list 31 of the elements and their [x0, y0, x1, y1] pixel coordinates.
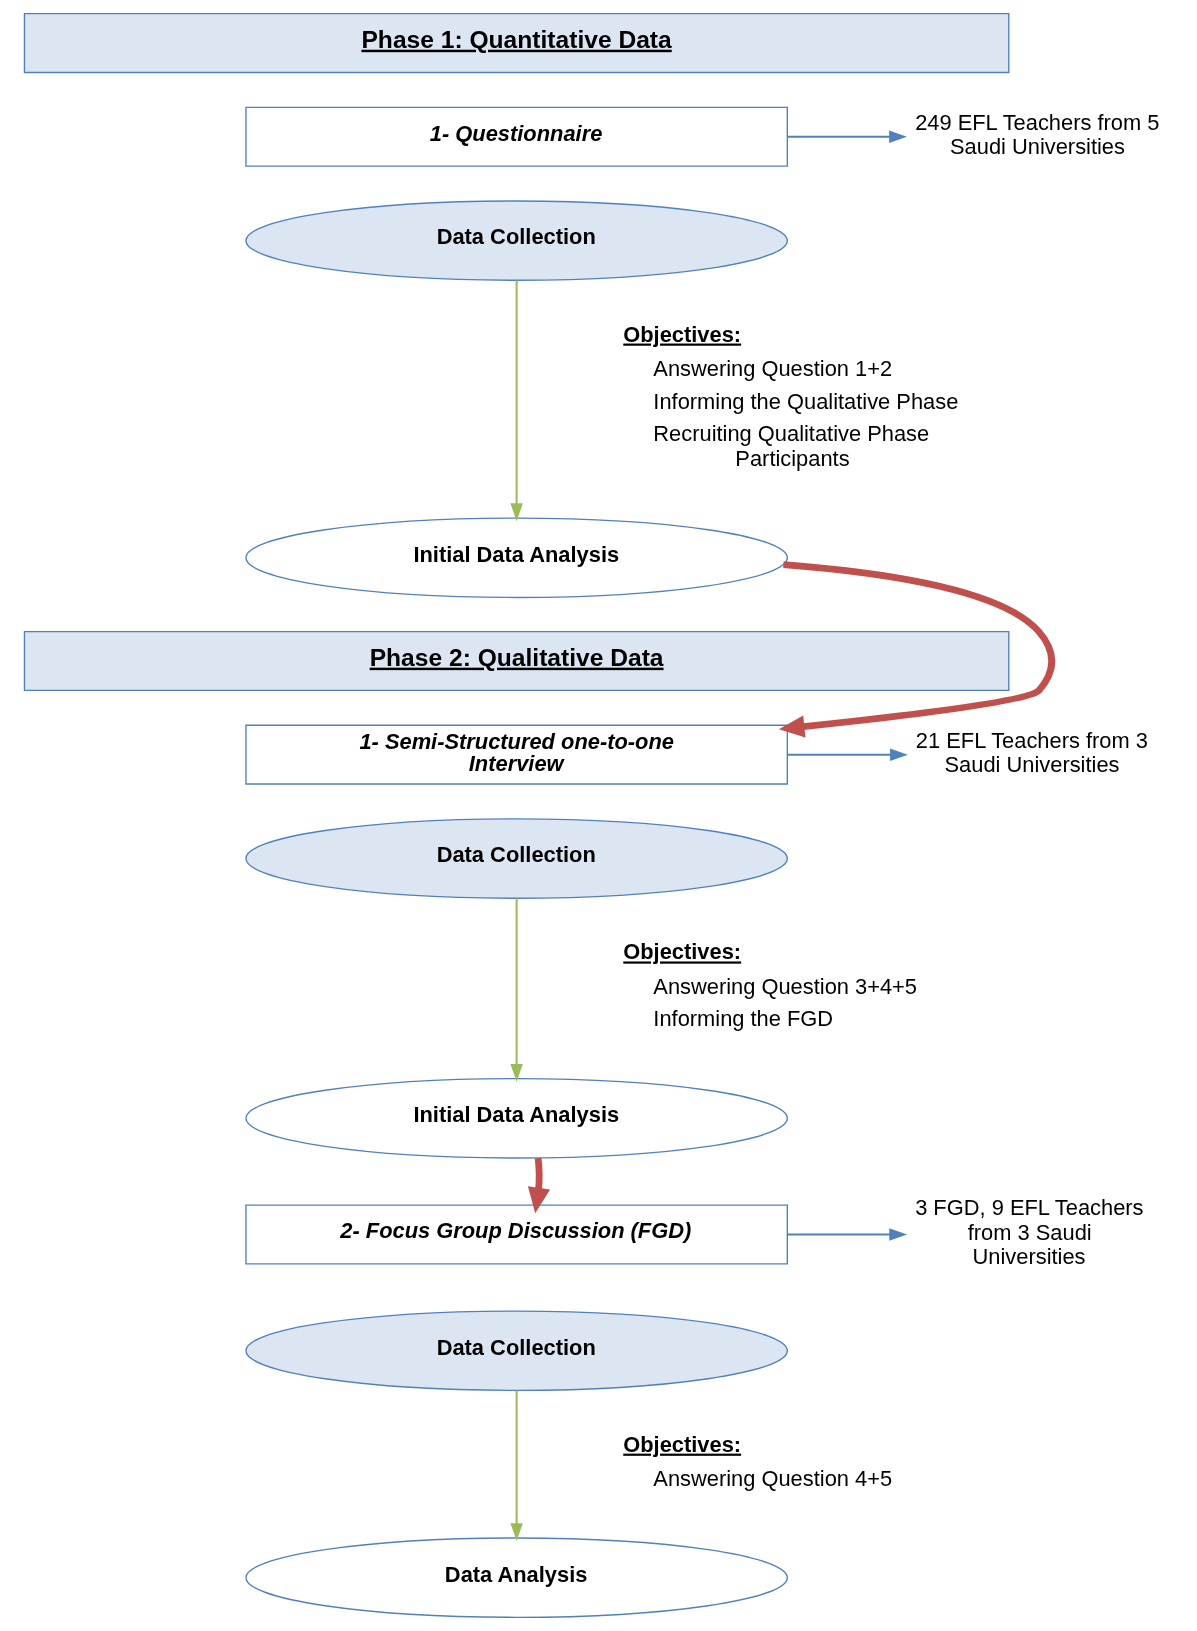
label: Answering Question 3+4+5 — [652, 973, 917, 999]
label: Recruiting Qualitative Phase Participants — [652, 421, 929, 471]
node-box: 2- Focus Group Discussion (FGD) — [244, 1204, 788, 1265]
node-text: 21 EFL Teachers from 3 Saudi Universities — [915, 727, 1148, 778]
arrow — [787, 748, 908, 761]
node-box: 1- Questionnaire — [244, 106, 788, 167]
label: Answering Question 4+5 — [652, 1465, 892, 1491]
label: Objectives: — [622, 939, 741, 965]
arrow — [786, 130, 907, 143]
node-ellipse: Data Analysis — [244, 1537, 788, 1618]
arrow — [787, 1228, 907, 1241]
arrow — [527, 1157, 550, 1214]
label: Informing the FGD — [652, 1006, 833, 1032]
arrow — [778, 561, 1055, 738]
node-ellipse: Initial Data Analysis — [244, 517, 788, 599]
label: Answering Question 1+2 — [652, 355, 892, 381]
node-ellipse: Initial Data Analysis — [244, 1078, 788, 1159]
node-ellipse: Data Collection — [244, 818, 788, 899]
arrow — [509, 898, 523, 1082]
node-text: 3 FGD, 9 EFL Teachers from 3 Saudi Universities — [914, 1195, 1144, 1270]
node-box: Phase 1: Quantitative Data — [23, 13, 1009, 74]
label: Objectives: — [622, 321, 741, 347]
arrow — [509, 280, 523, 522]
node-ellipse: Data Collection — [244, 200, 788, 281]
node-ellipse: Data Collection — [244, 1310, 788, 1392]
arrow — [509, 1390, 523, 1541]
node-box: Phase 2: Qualitative Data — [23, 630, 1009, 692]
label: Informing the Qualitative Phase — [652, 388, 958, 414]
node-box: 1- Semi-Structured one-to-one Interview — [244, 724, 788, 785]
label: Objectives: — [622, 1431, 741, 1457]
node-text: 249 EFL Teachers from 5 Saudi Universities — [914, 109, 1159, 160]
